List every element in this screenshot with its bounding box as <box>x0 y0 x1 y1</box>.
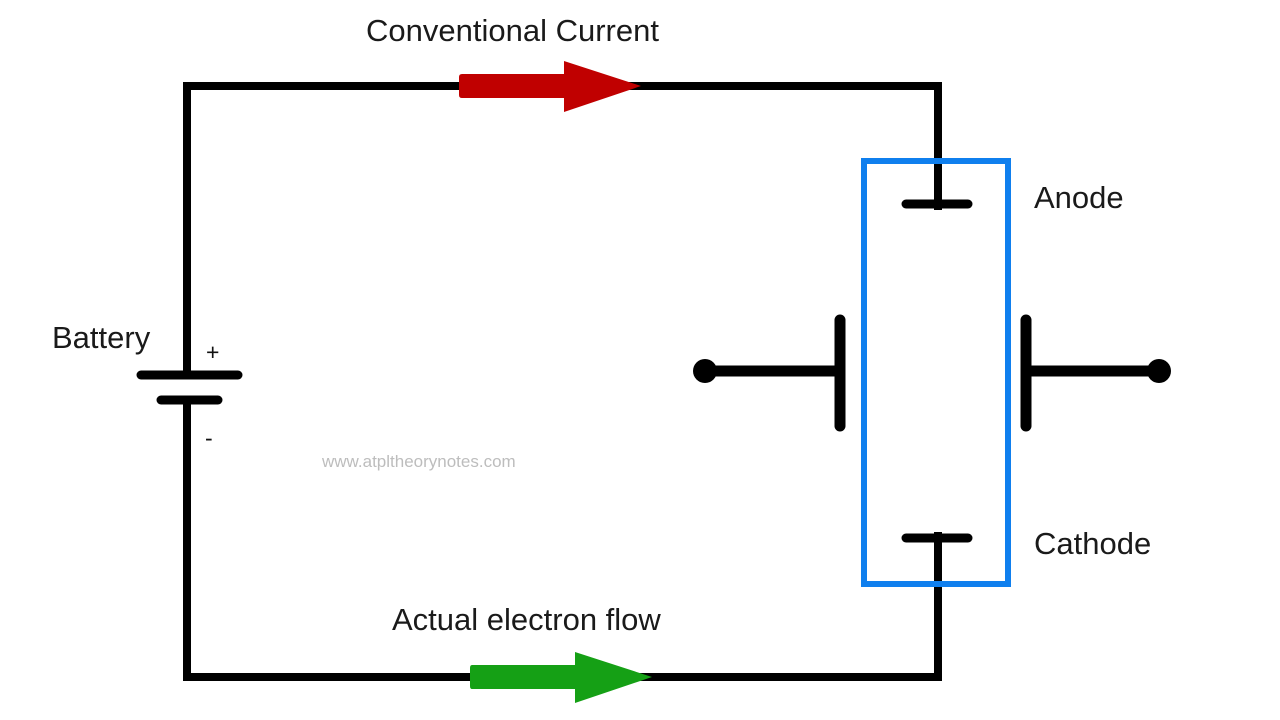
conventional-current-arrow-icon <box>459 61 641 112</box>
electron-flow-arrow-icon <box>470 652 652 703</box>
device-enclosure-box <box>861 158 1011 587</box>
left-terminal <box>700 314 846 432</box>
battery-positive-sign: + <box>206 339 220 365</box>
battery-symbol <box>136 370 243 405</box>
watermark-text: www.atpltheorynotes.com <box>322 452 516 471</box>
cathode-label: Cathode <box>1034 526 1152 561</box>
circuit-wires <box>183 82 942 681</box>
right-terminal <box>1020 314 1164 432</box>
actual-electron-flow-label: Actual electron flow <box>392 602 661 637</box>
left-terminal-dot <box>693 359 717 383</box>
battery-negative-sign: - <box>205 425 213 451</box>
anode-label: Anode <box>1034 180 1124 215</box>
battery-label: Battery <box>52 320 151 355</box>
right-terminal-dot <box>1147 359 1171 383</box>
conventional-current-label: Conventional Current <box>366 13 659 48</box>
